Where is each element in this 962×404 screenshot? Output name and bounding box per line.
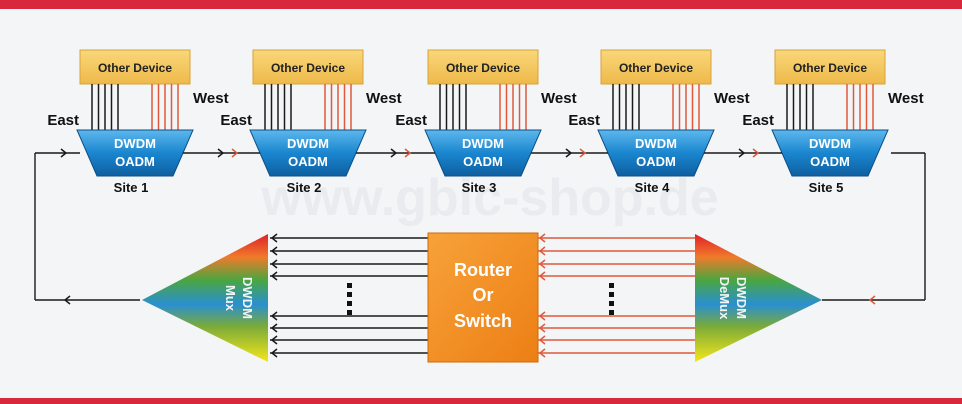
- router-or-switch: Router Or Switch: [427, 232, 539, 363]
- other-device-box: [79, 49, 191, 85]
- oadm-label-line2: OADM: [810, 154, 850, 169]
- oadm-label-line1: DWDM: [462, 136, 504, 151]
- arrow-left-icon: [538, 233, 546, 243]
- arrow-right-icon: [738, 148, 746, 158]
- top-red-stripe: [0, 0, 962, 9]
- arrow-left-icon: [538, 311, 546, 321]
- router-label-line3: Switch: [454, 311, 512, 331]
- arrow-left-icon: [270, 348, 278, 358]
- site-label: Site 4: [635, 180, 670, 195]
- svg-text:DeMux: DeMux: [717, 277, 732, 320]
- oadm-label-line2: OADM: [636, 154, 676, 169]
- arrow-right-icon: [60, 148, 68, 158]
- oadm-label-line1: DWDM: [114, 136, 156, 151]
- arrow-left-icon: [63, 295, 71, 305]
- east-label: East: [395, 112, 427, 129]
- ellipsis-left: [347, 283, 352, 315]
- svg-text:DWDM: DWDM: [240, 277, 255, 319]
- dwdm-demux: DWDM DeMux: [695, 234, 822, 362]
- oadm-block: [424, 129, 542, 177]
- west-label: West: [541, 90, 577, 107]
- arrow-left-icon: [270, 335, 278, 345]
- other-device-label: Other Device: [98, 61, 172, 75]
- ring-fiber: [34, 152, 926, 301]
- arrow-left-icon: [868, 295, 876, 305]
- arrow-left-icon: [270, 311, 278, 321]
- arrow-right-icon: [231, 148, 239, 158]
- other-device-box: [774, 49, 886, 85]
- other-device-box: [427, 49, 539, 85]
- arrow-right-icon: [217, 148, 225, 158]
- other-device-label: Other Device: [619, 61, 693, 75]
- other-device-label: Other Device: [446, 61, 520, 75]
- mux-label-line1: DWDM: [240, 277, 255, 319]
- oadm-label-line2: OADM: [115, 154, 155, 169]
- arrow-left-icon: [538, 259, 546, 269]
- dwdm-mux: DWDM Mux: [142, 234, 268, 362]
- arrow-left-icon: [538, 246, 546, 256]
- west-label: West: [193, 90, 229, 107]
- oadm-block: [76, 129, 194, 177]
- router-label-line1: Router: [454, 260, 512, 280]
- ring-links: [60, 148, 876, 305]
- arrow-right-icon: [404, 148, 412, 158]
- site-label: Site 5: [809, 180, 844, 195]
- arrow-left-icon: [538, 323, 546, 333]
- demux-label-line2: DeMux: [717, 277, 732, 320]
- oadm-block: [249, 129, 367, 177]
- west-label: West: [714, 90, 750, 107]
- site-label: Site 1: [114, 180, 149, 195]
- arrow-left-icon: [538, 271, 546, 281]
- mux-label-line2: Mux: [223, 285, 238, 312]
- arrow-left-icon: [538, 348, 546, 358]
- ellipsis-right: [609, 283, 614, 315]
- west-label: West: [888, 90, 924, 107]
- arrow-left-icon: [538, 335, 546, 345]
- channel-lines: [270, 233, 695, 358]
- arrow-right-icon: [752, 148, 760, 158]
- oadm-label-line1: DWDM: [287, 136, 329, 151]
- arrow-left-icon: [270, 233, 278, 243]
- oadm-label-line2: OADM: [463, 154, 503, 169]
- oadm-label-line2: OADM: [288, 154, 328, 169]
- east-label: East: [47, 112, 79, 129]
- arrow-left-icon: [270, 271, 278, 281]
- svg-text:Mux: Mux: [223, 285, 238, 312]
- arrow-left-icon: [270, 259, 278, 269]
- other-device-label: Other Device: [271, 61, 345, 75]
- east-label: East: [742, 112, 774, 129]
- east-label: East: [220, 112, 252, 129]
- arrow-left-icon: [270, 323, 278, 333]
- router-label-line2: Or: [472, 285, 493, 305]
- other-device-box: [252, 49, 364, 85]
- east-label: East: [568, 112, 600, 129]
- oadm-block: [597, 129, 715, 177]
- site-label: Site 3: [462, 180, 497, 195]
- watermark: www.gbic-shop.de: [260, 169, 718, 227]
- demux-label-line1: DWDM: [734, 277, 749, 319]
- other-device-box: [600, 49, 712, 85]
- site-label: Site 2: [287, 180, 322, 195]
- other-device-label: Other Device: [793, 61, 867, 75]
- svg-text:DWDM: DWDM: [734, 277, 749, 319]
- arrow-right-icon: [579, 148, 587, 158]
- oadm-block: [771, 129, 889, 177]
- oadm-label-line1: DWDM: [635, 136, 677, 151]
- arrow-right-icon: [390, 148, 398, 158]
- arrow-right-icon: [565, 148, 573, 158]
- oadm-label-line1: DWDM: [809, 136, 851, 151]
- arrow-left-icon: [270, 246, 278, 256]
- bottom-red-stripe: [0, 398, 962, 404]
- west-label: West: [366, 90, 402, 107]
